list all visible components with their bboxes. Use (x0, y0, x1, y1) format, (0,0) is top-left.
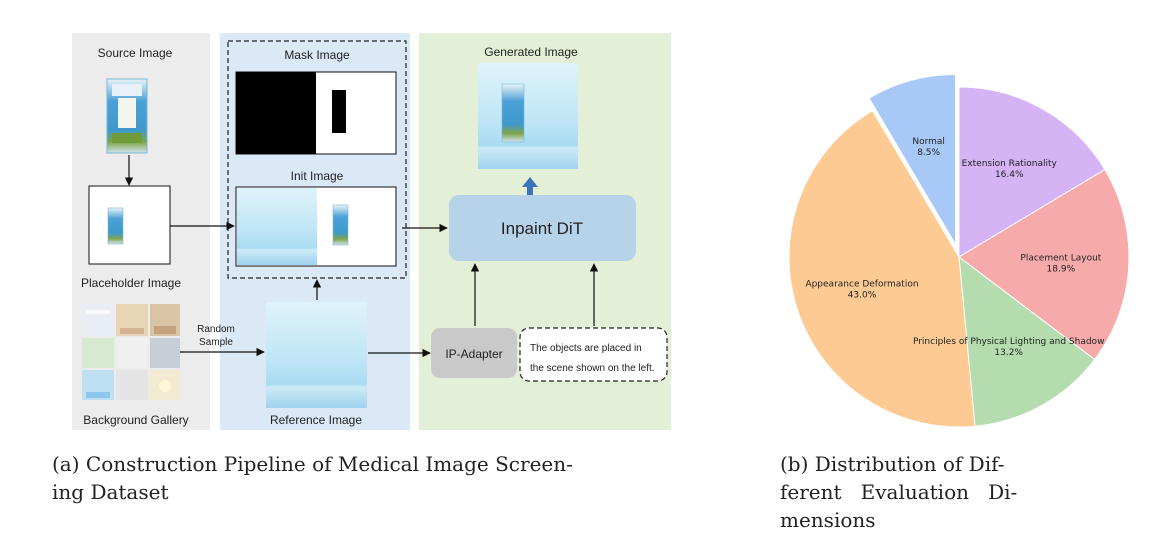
pie-slice-extension-rationality (958, 86, 1106, 258)
generated-image (478, 63, 578, 169)
pie-slice-normal (868, 73, 957, 247)
arrow-up-to-generated (522, 177, 538, 197)
caption-a-line2: ing Dataset (52, 480, 169, 504)
pie-percent-label: 18.9% (1047, 264, 1076, 274)
pie-percent-label: 16.4% (995, 170, 1024, 180)
random-sample-label-line1: Random (197, 324, 235, 335)
ip-adapter-box (431, 328, 517, 378)
generated-image-label: Generated Image (484, 45, 578, 59)
pie-percent-label: 13.2% (994, 348, 1023, 358)
pie-label: Extension Rationality (962, 159, 1058, 169)
pie-label: Appearance Deformation (805, 280, 918, 290)
pie-percent-label: 43.0% (848, 291, 877, 301)
mask-init-group-border (227, 40, 407, 279)
caption-b-line3: mensions (780, 508, 876, 532)
caption-b-line2: ferent Evaluation Di- (780, 480, 1017, 504)
pie-label: Normal (912, 137, 945, 147)
pie-label: Placement Layout (1020, 253, 1101, 263)
reference-image-label: Reference Image (270, 413, 362, 427)
text-prompt-box (519, 327, 668, 382)
pie-slice-placement-layout (958, 168, 1130, 361)
caption-b-line1: (b) Distribution of Dif- (780, 452, 1005, 476)
pie-slice-principles-of-physical-lighting-and-shadow (958, 255, 1096, 427)
placeholder-image-label: Placeholder Image (81, 276, 181, 290)
text-prompt-line2: the scene shown on the left. (530, 363, 655, 374)
text-prompt-line1: The objects are placed in (530, 343, 642, 354)
source-product-box (106, 78, 148, 154)
pie-percent-label: 8.5% (917, 148, 940, 158)
mask-image-label: Mask Image (284, 48, 350, 62)
mask-image (235, 71, 397, 155)
random-sample-label-line2: Sample (199, 337, 233, 348)
ip-adapter-label: IP-Adapter (445, 347, 502, 361)
pie-label: Principles of Physical Lighting and Shad… (913, 337, 1104, 347)
init-image-label: Init Image (291, 169, 344, 183)
background-gallery-label: Background Gallery (83, 413, 188, 427)
pie-slice-appearance-deformation (788, 109, 976, 428)
init-image (235, 186, 397, 267)
caption-a-line1: (a) Construction Pipeline of Medical Ima… (52, 452, 573, 476)
reference-image (266, 302, 367, 408)
placeholder-image (88, 185, 171, 265)
source-image-label: Source Image (98, 46, 173, 60)
background-gallery (82, 304, 180, 400)
inpaint-dit-label: Inpaint DiT (501, 219, 583, 238)
inpaint-dit-box (449, 195, 636, 261)
